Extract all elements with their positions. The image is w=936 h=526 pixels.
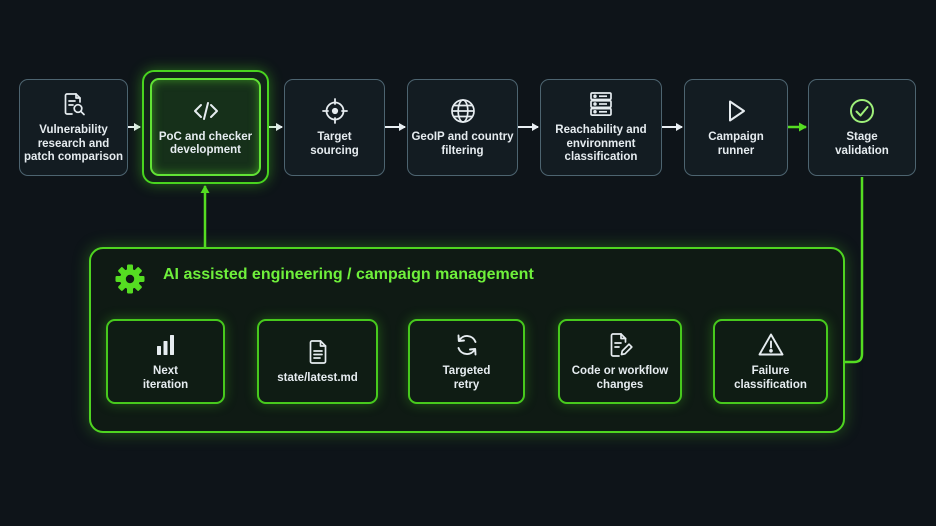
gear-icon — [115, 264, 145, 294]
globe-icon — [450, 99, 475, 123]
node-label: Code or workflow changes — [571, 365, 669, 391]
node-label: Vulnerability research and patch compari… — [23, 124, 124, 164]
node-label: Target sourcing — [310, 131, 359, 157]
node-failure-classification: Failure classification — [713, 319, 828, 404]
check-circle-icon — [850, 99, 874, 123]
node-target-sourcing: Target sourcing — [284, 79, 385, 176]
node-label: PoC and checker development — [158, 130, 253, 157]
node-label: Reachability and environment classificat… — [555, 124, 647, 164]
warning-icon — [758, 333, 783, 356]
server-icon — [590, 92, 612, 117]
node-poc-development: PoC and checker development — [150, 78, 261, 176]
document-search-icon — [64, 93, 85, 116]
document-edit-icon — [610, 333, 633, 357]
refresh-icon — [457, 334, 476, 356]
node-geoip-filtering: GeoIP and country filtering — [407, 79, 518, 176]
file-icon — [309, 339, 326, 364]
node-campaign-runner: Campaign runner — [684, 79, 788, 176]
play-icon — [729, 100, 745, 122]
node-label: GeoIP and country filtering — [411, 131, 514, 157]
node-state-latest: state/latest.md — [257, 319, 378, 404]
node-vulnerability-research: Vulnerability research and patch compari… — [19, 79, 128, 176]
node-label: state/latest.md — [277, 371, 358, 384]
crosshair-icon — [321, 98, 348, 124]
node-label: Campaign runner — [708, 131, 764, 157]
node-label: Stage validation — [835, 131, 889, 157]
node-reachability: Reachability and environment classificat… — [540, 79, 662, 176]
node-label: Failure classification — [734, 365, 807, 391]
node-label: Targeted retry — [442, 365, 491, 391]
node-label: Next iteration — [142, 365, 189, 391]
node-code-changes: Code or workflow changes — [558, 319, 682, 404]
node-stage-validation: Stage validation — [808, 79, 916, 176]
node-targeted-retry: Targeted retry — [408, 319, 525, 404]
node-next-iteration: Next iteration — [106, 319, 225, 404]
bar-chart-icon — [156, 335, 174, 355]
panel-title: AI assisted engineering / campaign manag… — [163, 266, 534, 283]
code-icon — [193, 101, 218, 120]
arrow-stage-to-failure — [835, 177, 864, 367]
